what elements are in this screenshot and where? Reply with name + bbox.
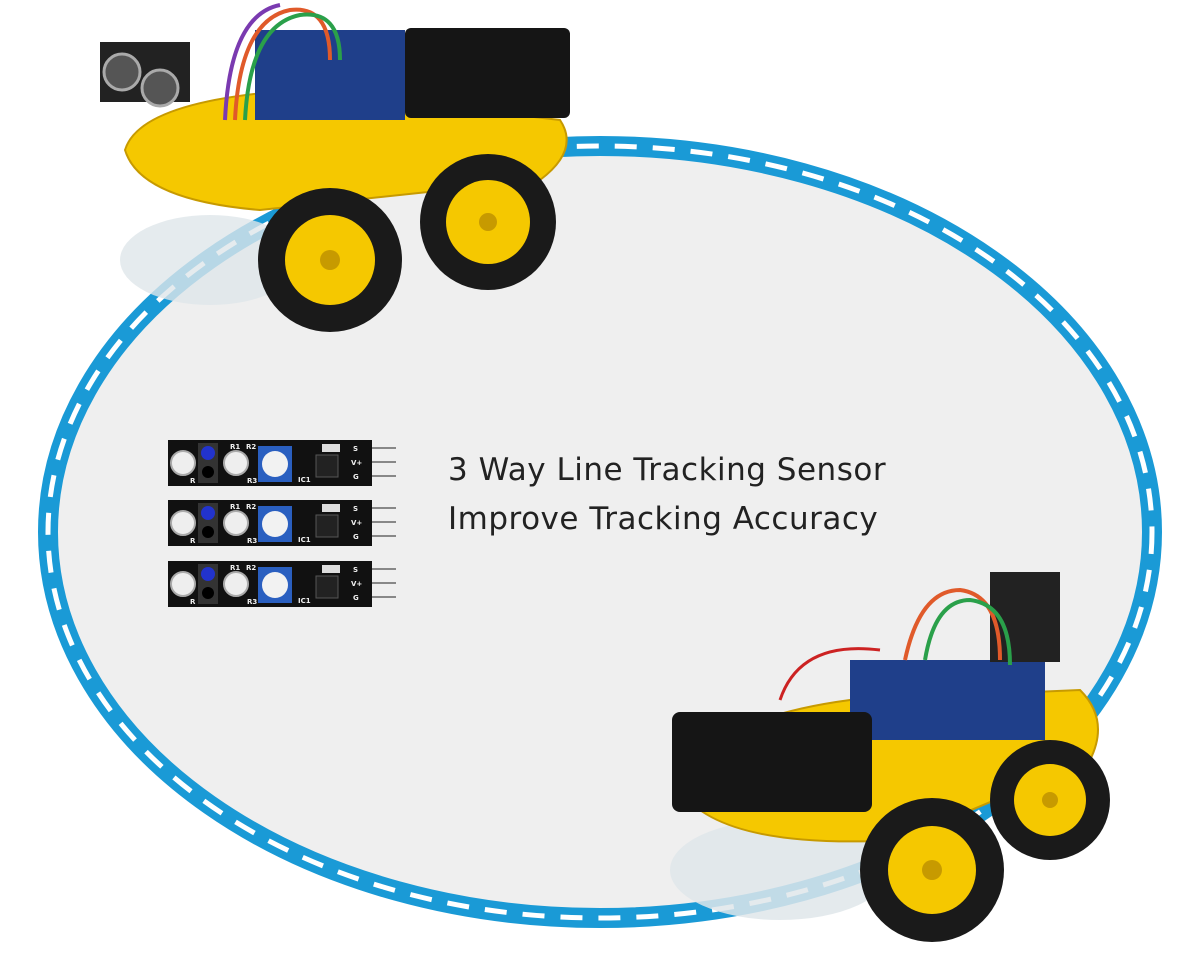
board-label-s: S [353, 445, 358, 453]
board-label-g: G [353, 473, 359, 481]
robot-car-top [100, 3, 570, 332]
board-label-r: R [190, 477, 196, 485]
headline-line-1: 3 Way Line Tracking Sensor [448, 452, 887, 488]
board-label-r2: R2 [246, 443, 256, 451]
board-label-v-plus: V+ [351, 459, 362, 467]
board-label-ic1: IC1 [298, 476, 311, 484]
robot-car-bottom [670, 572, 1110, 942]
board-label-r3: R3 [247, 477, 257, 485]
sensor-board: R R1 R2 R3 IC1 S V+ G [168, 440, 396, 486]
board-label-r1: R1 [230, 443, 240, 451]
track-dashes [45, 143, 1155, 921]
headline-line-2: Improve Tracking Accuracy [448, 501, 879, 537]
line-tracking-sensors: R R1 R2 R3 IC1 S V+ G [167, 440, 397, 608]
